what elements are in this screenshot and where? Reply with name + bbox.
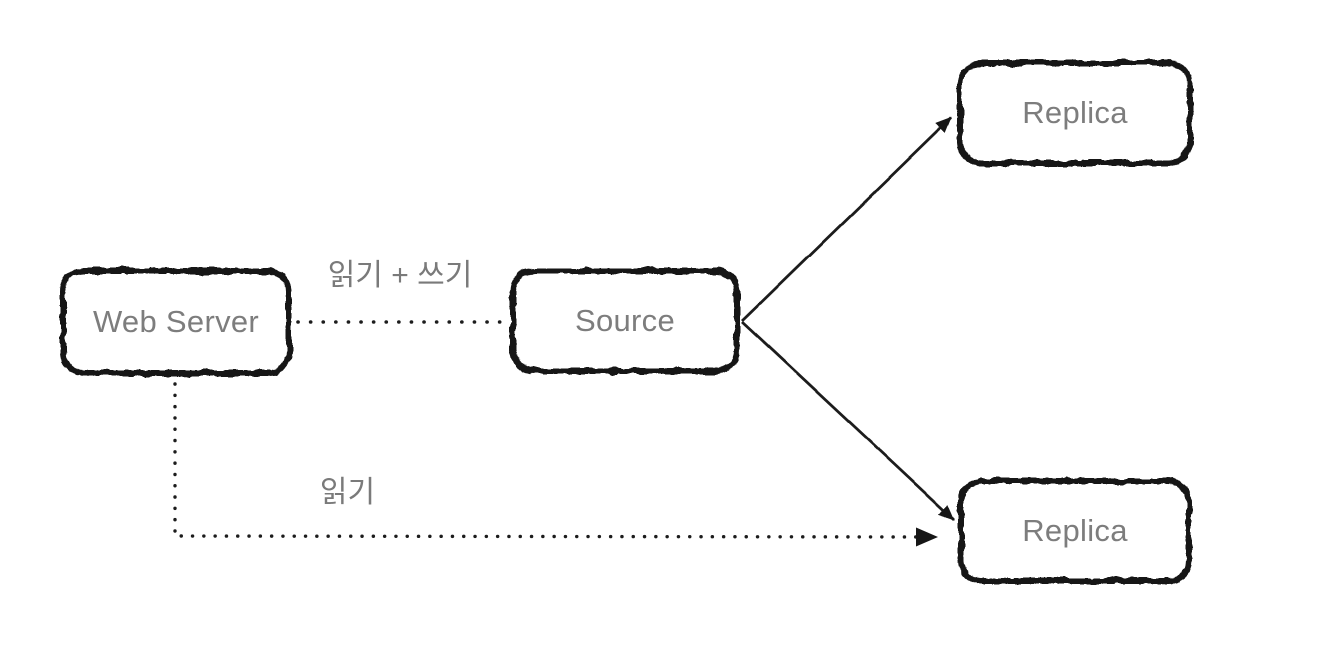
edge-source-to-replica-bottom <box>741 320 955 522</box>
node-label-source: Source <box>574 303 676 338</box>
node-label-web-server: Web Server <box>92 304 260 339</box>
node-box-source <box>510 268 740 374</box>
node-box-web-server <box>60 268 292 376</box>
edge-label-read-write: 읽기 + 쓰기 <box>327 259 473 292</box>
replication-arrows-group <box>741 116 955 522</box>
node-boxes-group <box>60 60 1193 584</box>
node-label-replica-bottom: Replica <box>1022 513 1128 548</box>
node-box-replica-bottom <box>958 478 1192 584</box>
edge-source-to-replica-top <box>741 116 952 323</box>
edge-label-read: 읽기 <box>319 476 376 509</box>
node-box-replica-top <box>957 60 1193 166</box>
edge-webserver-to-replica-bottom-dotted <box>173 382 938 547</box>
node-label-replica-top: Replica <box>1022 95 1128 130</box>
